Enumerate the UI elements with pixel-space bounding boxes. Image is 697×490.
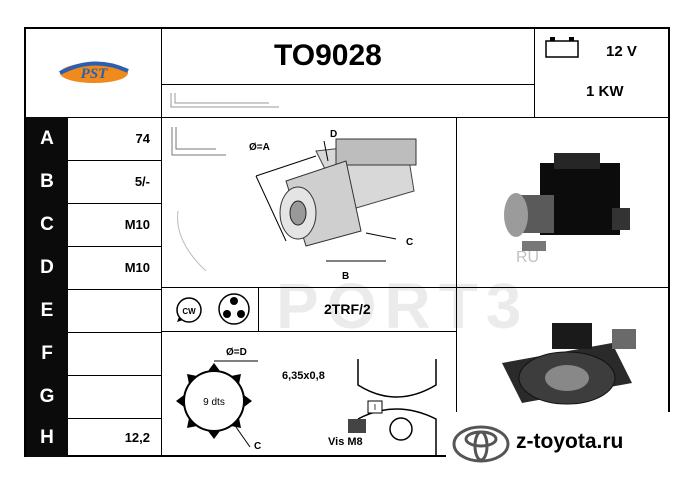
divider <box>161 287 670 288</box>
teeth-count: 9 dts <box>203 397 225 408</box>
divider <box>26 117 670 118</box>
battery-icon <box>543 35 583 61</box>
divider <box>161 331 456 332</box>
spec-sheet: PST TO9028 12 V 1 KW A 74 B 5/- C M10 D … <box>24 27 670 457</box>
divider <box>258 287 259 331</box>
watermark-suffix: RU <box>516 249 540 266</box>
header-blank-stub <box>169 89 289 111</box>
part-number: TO9028 <box>274 39 382 72</box>
bolt-screw: Vis M8 <box>328 436 363 448</box>
toyota-logo-icon <box>452 424 510 464</box>
divider <box>68 160 162 161</box>
divider <box>68 375 162 376</box>
spec-letter-g: G <box>26 375 68 418</box>
label-b: B <box>342 271 349 282</box>
divider <box>68 332 162 333</box>
bolt-diagram: I 6,35x0,8 Vis M8 <box>276 359 456 455</box>
spec-value-g <box>68 375 156 418</box>
rotation-direction: CW <box>182 307 196 316</box>
spec-letter-h: H <box>26 418 68 457</box>
rotation-code: 2TRF/2 <box>324 301 371 317</box>
label-c: C <box>406 237 413 248</box>
spec-letter-f: F <box>26 332 68 375</box>
power: 1 KW <box>586 83 624 100</box>
bolt-dimension: 6,35x0,8 <box>282 370 325 382</box>
spec-letter-c: C <box>26 203 68 246</box>
spec-value-d: M10 <box>124 260 150 275</box>
divider <box>534 29 535 117</box>
bolt-marker: I <box>374 403 376 412</box>
label-phi-a: Ø=A <box>249 142 270 153</box>
spec-value-f <box>68 332 156 375</box>
spec-letter-a: A <box>26 117 68 160</box>
starter-line-drawing: Ø=A D C B <box>166 121 454 285</box>
spec-value-a: 74 <box>135 131 150 146</box>
divider <box>68 246 162 247</box>
starter-photo-side <box>462 123 666 283</box>
starter-photo-front <box>462 293 666 413</box>
spec-letter-d: D <box>26 246 68 289</box>
divider <box>161 84 534 85</box>
spec-letter-e: E <box>26 289 68 332</box>
divider <box>68 203 162 204</box>
spec-letter-b: B <box>26 160 68 203</box>
spec-value-e <box>68 289 156 332</box>
pst-logo: PST <box>56 53 132 89</box>
divider <box>161 29 162 117</box>
spec-value-h: 12,2 <box>124 430 150 445</box>
rotation-cw-icon: CW <box>174 295 204 325</box>
terminal-diagram-icon <box>216 291 252 327</box>
spec-value-b: 5/- <box>134 174 150 189</box>
divider <box>68 418 162 419</box>
brand-text[interactable]: z-toyota.ru <box>516 430 624 453</box>
label-gear-c: C <box>254 441 261 452</box>
label-phi-d: Ø=D <box>226 347 247 358</box>
pinion-gear-diagram: 9 dts Ø=D C <box>166 335 266 455</box>
spec-value-c: M10 <box>124 217 150 232</box>
divider <box>68 289 162 290</box>
brand-badge: z-toyota.ru <box>446 412 686 472</box>
voltage: 12 V <box>606 43 637 60</box>
label-d: D <box>330 129 337 140</box>
logo-text: PST <box>81 66 109 82</box>
watermark: PORT3 <box>276 270 530 342</box>
